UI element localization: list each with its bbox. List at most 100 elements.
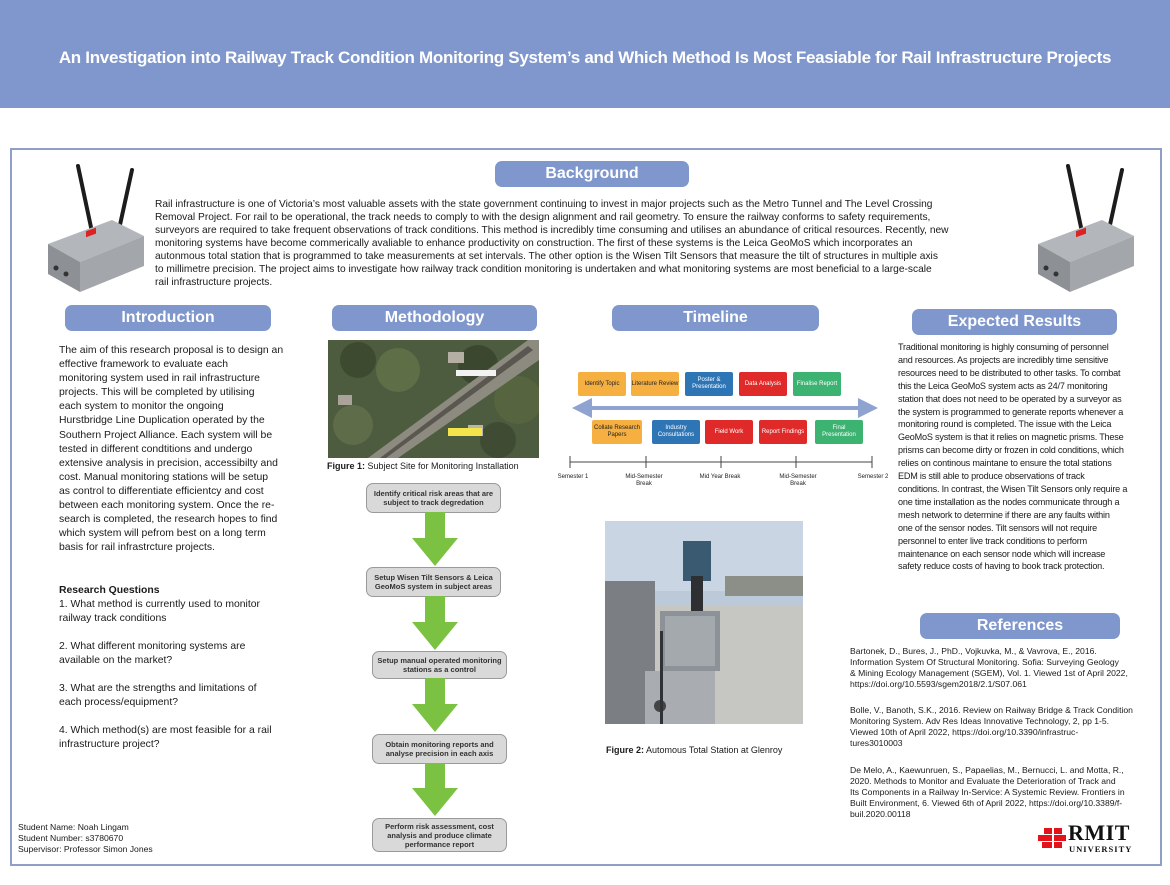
flow-step-label: Setup manual operated monitoring station… [377, 656, 502, 674]
poster-frame [10, 148, 1162, 866]
intro-line: which system will pefrom best on a long … [59, 528, 266, 540]
figure2-caption: Figure 2: Automous Total Station at Glen… [606, 745, 782, 755]
intro-line: Southern Project Alliance. Each system w… [59, 429, 273, 441]
flow-arrow-down [412, 512, 458, 566]
rq-line: 2. What different monitoring systems are [59, 641, 246, 652]
rq-line: available on the market? [59, 655, 173, 666]
expected-line: relies on continous maintane to ensure t… [898, 458, 1112, 469]
background-line: monitoring systems have become commerica… [155, 238, 913, 249]
timeline-item-label: Industry Consultations [657, 425, 695, 438]
supervisor: Supervisor: Professor Simon Jones [18, 844, 153, 854]
background-line: to millimetre precision. The project aim… [155, 264, 932, 275]
expected-line: station that does not need to be operate… [898, 393, 1122, 404]
reference-item: Bartonek, D., Bures, J., PhD., Vojkuvka,… [850, 646, 1128, 689]
flow-arrows [412, 512, 458, 816]
expected-line: one of the sensor nodes. Tilt sensors wi… [898, 522, 1097, 533]
rq-line: 3. What are the strengths and limitation… [59, 683, 257, 694]
timeline-tick-label: Mid Year Break [699, 473, 741, 480]
intro-line: each system to monitor the ongoing [59, 401, 224, 413]
timeline-item-report-findings: Report Findings [759, 420, 807, 444]
introduction-heading: Introduction [65, 305, 271, 331]
student-name: Student Name: Noah Lingam [18, 822, 129, 832]
intro-line: tested in different condtitions and unde… [59, 443, 253, 455]
total-station-photo [605, 521, 803, 724]
flow-step-label: Obtain monitoring reports and analyse pr… [385, 740, 494, 758]
timeline-item-literature-review: Literature Review [631, 372, 679, 396]
expected-line: safety reduce costs of having to book tr… [898, 561, 1105, 572]
background-line: rail infrastructure projects. [155, 277, 273, 288]
timeline-arrow [572, 398, 878, 418]
timeline-item-final-presentation: Final Presentation [815, 420, 863, 444]
reference-item: De Melo, A., Kaewunruen, S., Papaelias, … [850, 765, 1125, 819]
rmit-logo: RMIT UNIVERSITY [1038, 822, 1154, 858]
poster-title: An Investigation into Railway Track Cond… [58, 48, 1112, 67]
flow-arrow-down [412, 596, 458, 650]
timeline-item-label: Report Findings [761, 428, 805, 435]
figure1-text: Subject Site for Monitoring Installation [365, 461, 519, 471]
expected-line: monitoring round is completed. The issue… [898, 419, 1112, 430]
timeline-item-collate: Collate Research Papers [592, 420, 642, 444]
timeline-item-label: Data Analysis [744, 380, 782, 387]
wireless-sensor-image-left [48, 164, 144, 292]
flow-step-5: Perform risk assessment, cost analysis a… [372, 818, 507, 852]
timeline-item-label: Final Presentation [822, 425, 856, 438]
intro-line: extensive analysis in precision, accessi… [59, 457, 278, 469]
intro-line: effective framework to evaluate each [59, 359, 229, 371]
timeline-tick-label: Mid-Semester Break [625, 474, 663, 487]
expected-line: and resources. As projects are incredibl… [898, 354, 1109, 365]
intro-line: monitoring system used in rail infrastru… [59, 373, 260, 385]
timeline-item-identify-topic: Identify Topic [578, 372, 626, 396]
introduction-text: The aim of this research proposal is to … [59, 344, 304, 555]
student-number: Student Number: s3780670 [18, 833, 124, 843]
references-heading: References [920, 613, 1120, 639]
flow-step-label: Identify critical risk areas that are su… [373, 489, 494, 507]
timeline-item-data-analysis: Data Analysis [739, 372, 787, 396]
rq-line: 1. What method is currently used to moni… [59, 599, 260, 610]
research-questions: Research Questions 1. What method is cur… [59, 584, 304, 752]
background-line: Rail infrastructure is one of Victoria’s… [155, 199, 933, 210]
reference-item: Bolle, V., Banoth, S.K., 2016. Review on… [850, 705, 1133, 748]
timeline-item-label: Identify Topic [584, 380, 620, 387]
intro-line: Hurstbridge Line Duplication operated by… [59, 415, 265, 427]
timeline-item-label: Collate Research Papers [593, 425, 641, 438]
expected-line: the system is programmed to generate rep… [898, 406, 1124, 417]
expected-line: prisms can become dirty or frozen in col… [898, 445, 1124, 456]
timeline-item-label: Finalise Report [796, 380, 838, 387]
timeline-heading: Timeline [612, 305, 819, 331]
intro-line: between each monitoring system. Once the… [59, 500, 275, 512]
figure1-caption: Figure 1: Subject Site for Monitoring In… [327, 461, 519, 471]
expected-line: GeoMoS system is that it relies on magne… [898, 432, 1124, 443]
intro-line: basis for rail infrastrcture projects. [59, 542, 215, 554]
flow-step-1: Identify critical risk areas that are su… [366, 483, 501, 513]
timeline-tick-label: Semester 1 [557, 473, 589, 480]
timeline-item-label: Poster & Presentation [692, 377, 726, 390]
rmit-wordmark: RMIT [1068, 820, 1130, 845]
timeline-item-poster: Poster & Presentation [685, 372, 733, 396]
expected-line: resources need to be distributed to othe… [898, 367, 1121, 378]
timeline-item-field-work: Field Work [705, 420, 753, 444]
rq-line: infrastructure project? [59, 739, 160, 750]
figure2-text: Automous Total Station at Glenroy [644, 745, 783, 755]
flow-step-4: Obtain monitoring reports and analyse pr… [372, 734, 507, 764]
expected-line: Traditional monitoring is highly consumi… [898, 342, 1109, 352]
expected-line: one time installation as the nodes commu… [898, 496, 1120, 507]
timeline-tick-label: Mid-Semester Break [779, 474, 817, 487]
intro-line: as control to differentiate efficientcy … [59, 485, 264, 497]
intro-line: The aim of this research proposal is to … [59, 345, 284, 356]
expected-line: mesh network to determine if there are a… [898, 509, 1110, 520]
expected-line: this the Leica GeoMoS system acts as 24/… [898, 380, 1108, 391]
expected-results-heading: Expected Results [912, 309, 1117, 335]
flow-step-2: Setup Wisen Tilt Sensors & Leica GeoMoS … [366, 567, 501, 597]
background-line: Removal Project. For rail to be operatio… [155, 212, 931, 223]
rq-line: railway track conditions [59, 613, 167, 624]
title-banner: An Investigation into Railway Track Cond… [0, 0, 1170, 108]
background-text: Rail infrastructure is one of Victoria’s… [155, 198, 1035, 289]
expected-line: maintenance on each sensor node which wi… [898, 548, 1106, 559]
timeline-item-label: Literature Review [631, 380, 679, 387]
subject-site-aerial-image [328, 340, 539, 458]
timeline-tick-label: Semester 2 [857, 473, 889, 480]
expected-line: personnel to enter live track conditions… [898, 535, 1087, 546]
background-line: autonmous total station that is programm… [155, 251, 938, 262]
background-heading: Background [495, 161, 689, 187]
flow-arrow-down [412, 763, 458, 816]
